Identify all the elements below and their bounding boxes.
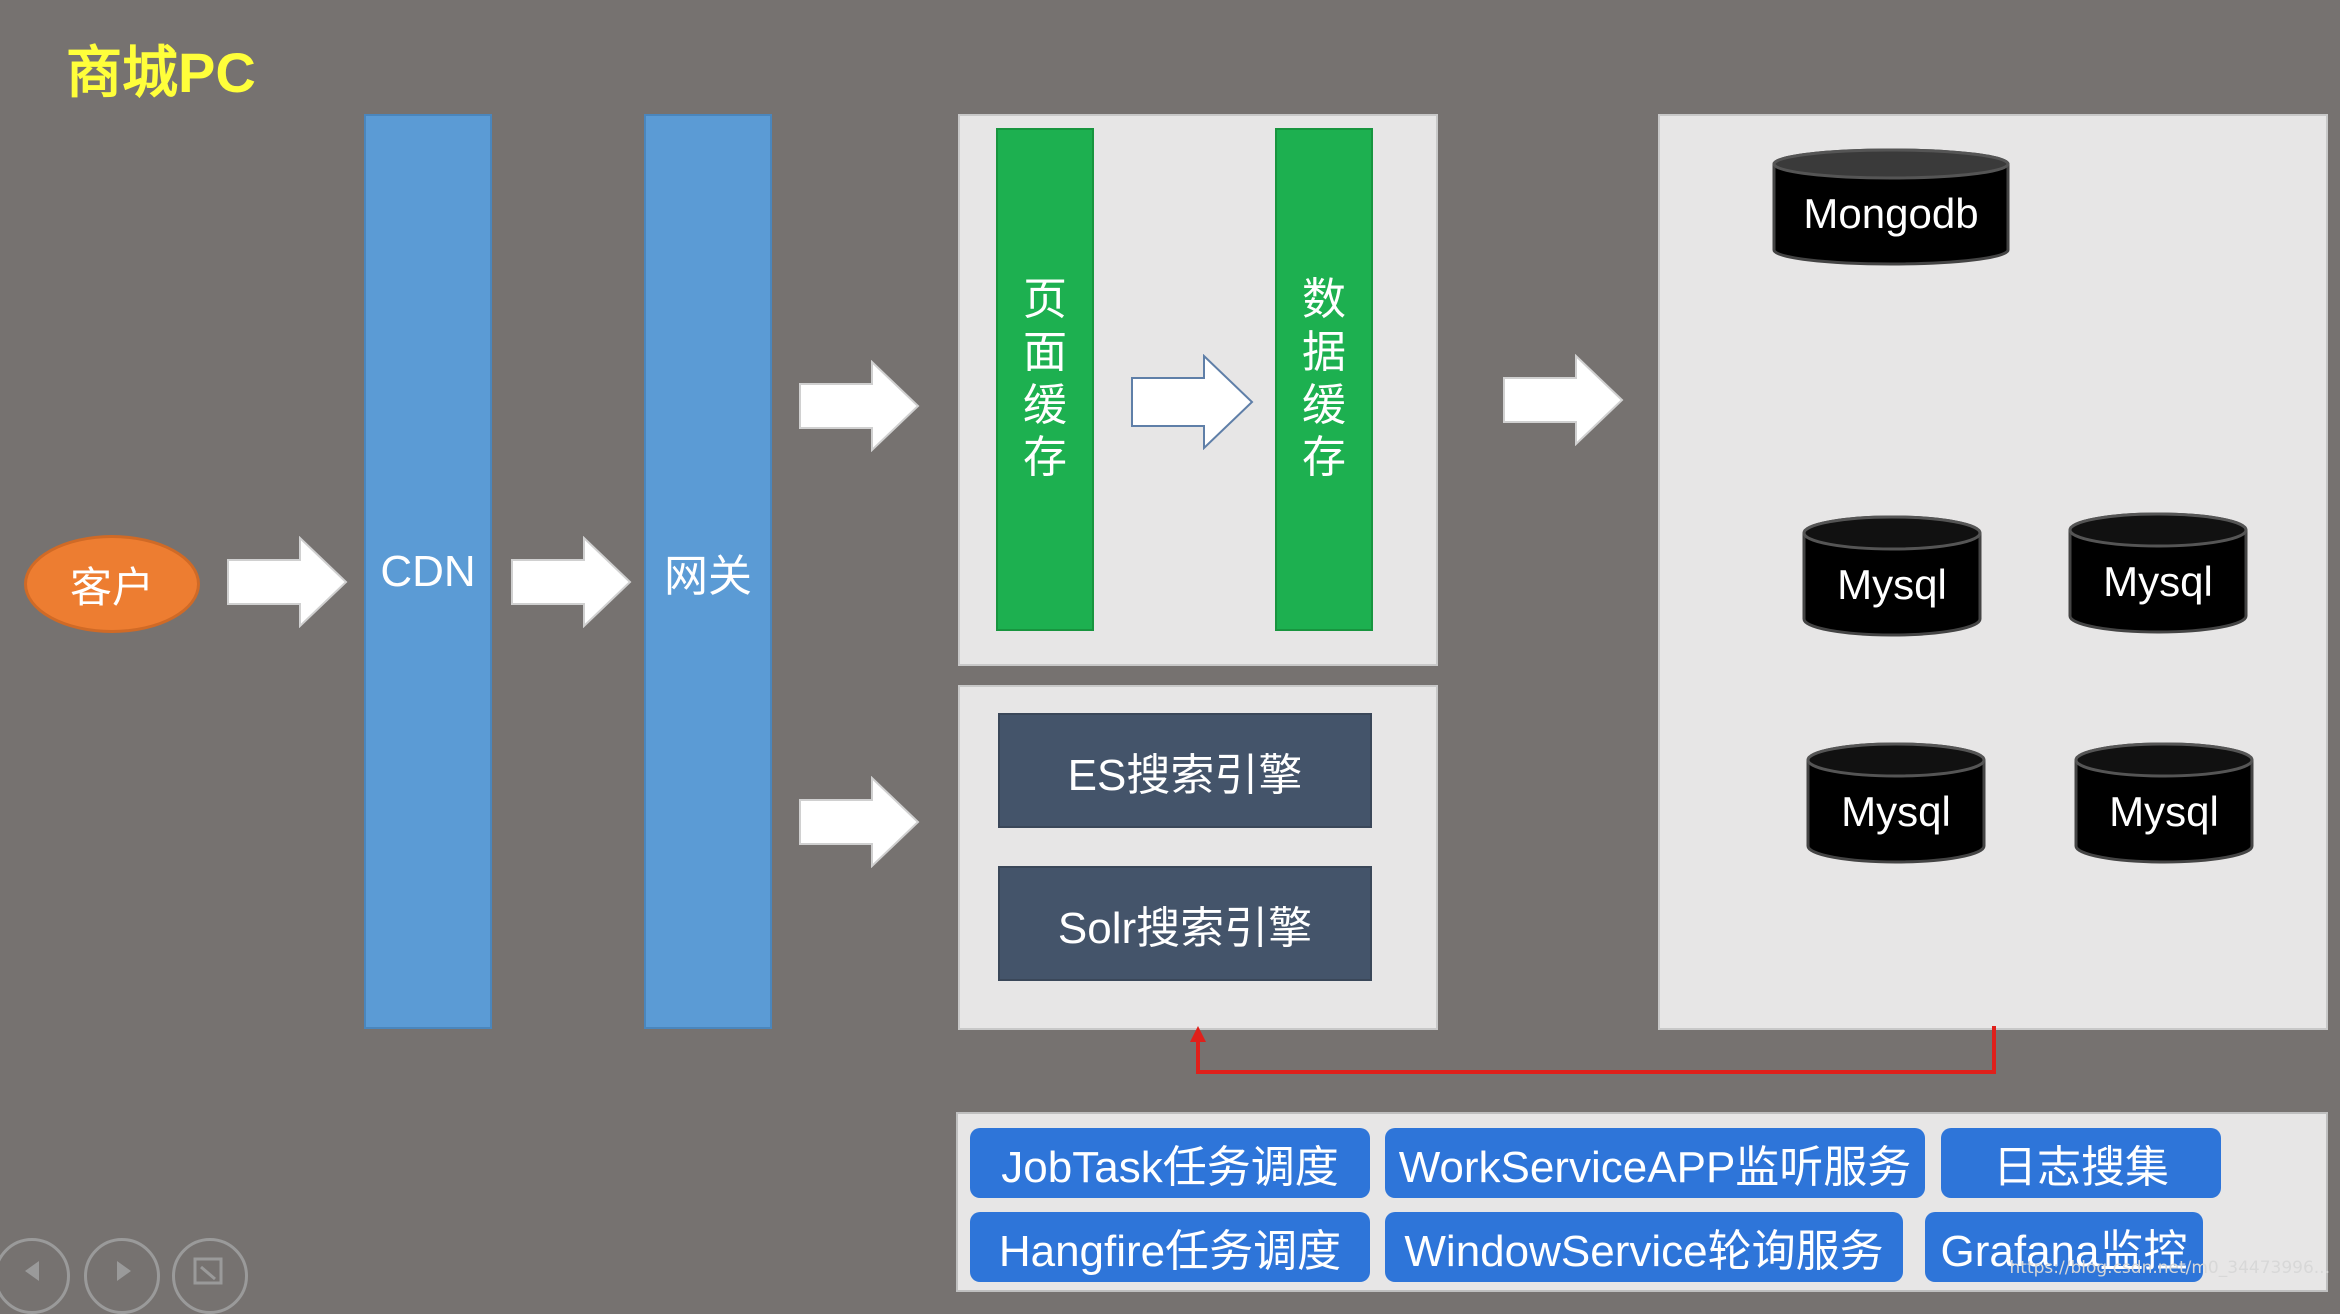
page-cache-char: 缓: [1023, 380, 1067, 430]
arrow-right-icon: [511, 536, 632, 628]
page-cache-bar: 页 面 缓 存: [996, 128, 1094, 631]
mysql-cylinder: Mysql: [2074, 742, 2254, 864]
service-label: WindowService轮询服务: [1404, 1227, 1884, 1276]
es-search-box: ES搜索引擎: [998, 713, 1372, 828]
chevron-right-icon: [117, 1261, 131, 1281]
solr-search-box: Solr搜索引擎: [998, 866, 1372, 981]
slides-icon: [193, 1257, 223, 1285]
service-label: JobTask任务调度: [1001, 1143, 1339, 1192]
page-title: 商城PC: [66, 41, 256, 104]
service-label: Grafana监控: [1940, 1227, 2188, 1276]
arrow-right-icon: [1131, 354, 1254, 450]
arrow-right-icon: [799, 776, 920, 868]
slide-menu-button[interactable]: [172, 1238, 248, 1314]
gateway-bar: 网关: [644, 114, 772, 1029]
mongodb-cylinder: Mongodb: [1772, 148, 2010, 266]
service-grafana: Grafana监控: [1925, 1212, 2203, 1282]
service-label: WorkServiceAPP监听服务: [1398, 1143, 1912, 1192]
service-windowservice: WindowService轮询服务: [1385, 1212, 1903, 1282]
mysql-cylinder: Mysql: [1802, 515, 1982, 637]
data-cache-char: 据: [1302, 327, 1346, 377]
data-cache-char: 存: [1302, 433, 1346, 483]
page-cache-char: 存: [1023, 433, 1067, 483]
cdn-label: CDN: [380, 546, 476, 596]
mysql-label: Mysql: [1837, 561, 1947, 608]
mysql-label: Mysql: [1841, 788, 1951, 835]
solr-search-label: Solr搜索引擎: [1057, 903, 1313, 953]
data-cache-bar: 数 据 缓 存: [1275, 128, 1373, 631]
data-cache-char: 缓: [1302, 380, 1346, 430]
arrow-right-icon: [1503, 354, 1624, 446]
prev-slide-button[interactable]: [0, 1238, 70, 1314]
arrow-right-icon: [227, 536, 348, 628]
page-cache-char: 页: [1023, 274, 1067, 324]
mysql-cylinder: Mysql: [2068, 512, 2248, 634]
mysql-label: Mysql: [2103, 558, 2213, 605]
cdn-bar: CDN: [364, 114, 492, 1029]
page-cache-char: 面: [1023, 327, 1067, 377]
client-node: 客户: [24, 535, 200, 633]
service-label: Hangfire任务调度: [998, 1227, 1342, 1276]
next-slide-button[interactable]: [84, 1238, 160, 1314]
arrow-right-icon: [799, 360, 920, 452]
es-search-label: ES搜索引擎: [1067, 750, 1303, 800]
mongodb-label: Mongodb: [1803, 190, 1978, 237]
watermark: https://blog.csdn.net/m0_34473996...: [2009, 1258, 2330, 1278]
service-hangfire: Hangfire任务调度: [970, 1212, 1370, 1282]
chevron-left-icon: [25, 1261, 39, 1281]
gateway-label: 网关: [664, 551, 752, 601]
mysql-cylinder: Mysql: [1806, 742, 1986, 864]
sync-connector: [1190, 1026, 1996, 1074]
data-cache-char: 数: [1302, 274, 1346, 324]
service-label: 日志搜集: [1993, 1143, 2169, 1192]
service-log-collection: 日志搜集: [1941, 1128, 2221, 1198]
service-workserviceapp: WorkServiceAPP监听服务: [1385, 1128, 1925, 1198]
mysql-label: Mysql: [2109, 788, 2219, 835]
service-jobtask: JobTask任务调度: [970, 1128, 1370, 1198]
client-label: 客户: [69, 563, 154, 611]
